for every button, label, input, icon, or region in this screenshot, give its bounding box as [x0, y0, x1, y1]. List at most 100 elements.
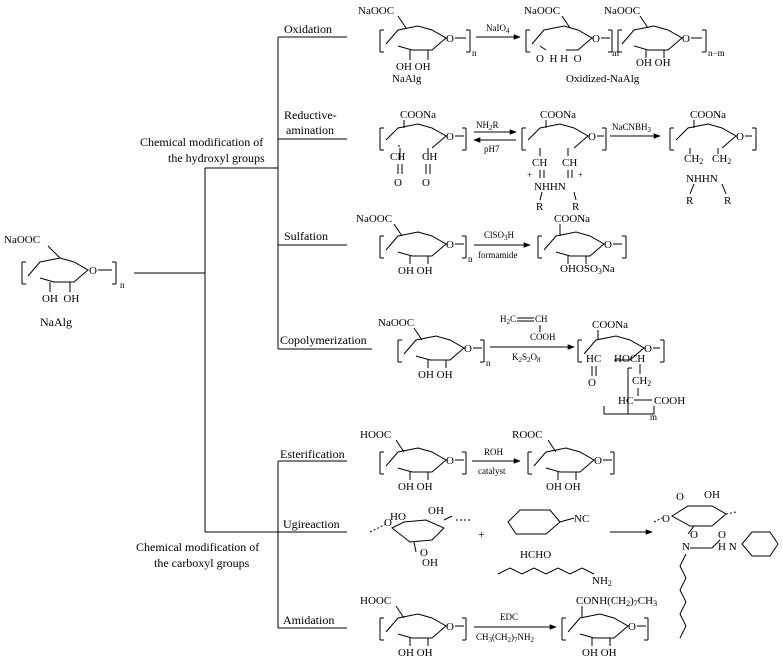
svg-text:n: n: [486, 358, 491, 368]
svg-text:n: n: [120, 280, 125, 290]
svg-text:O: O: [690, 529, 698, 541]
svg-text:NaOOC: NaOOC: [524, 5, 560, 17]
branch-amination: amination: [286, 123, 334, 137]
sulfation-reagent: ClSO3H: [484, 230, 515, 242]
ugi-isocyanide: NC: [574, 513, 589, 525]
branch-oxidation: Oxidation: [284, 22, 332, 36]
svg-text:HOOC: HOOC: [360, 595, 391, 607]
svg-text:n−m: n−m: [708, 48, 725, 58]
svg-text:HO: HO: [390, 511, 406, 523]
svg-text:O: O: [446, 455, 454, 467]
svg-text:O: O: [662, 513, 670, 525]
tree-connectors: [134, 36, 372, 629]
svg-text:O: O: [604, 239, 612, 251]
sulfation-solvent: formamide: [478, 250, 518, 260]
oxidation-start-name: NaAlg: [392, 73, 422, 85]
svg-text:O: O: [446, 621, 454, 633]
reductive-reagent-reductant: NaCNBH3: [612, 122, 652, 134]
svg-text:CH2: CH2: [632, 375, 651, 388]
svg-text:CH2: CH2: [712, 153, 731, 166]
ugi-scheme: O HO OH O OH + NC HCHO NH2 O OH O O N O …: [369, 489, 779, 639]
ugi-plus: +: [478, 527, 485, 541]
svg-text:O: O: [588, 377, 596, 389]
svg-text:CH: CH: [535, 314, 548, 324]
svg-text:OH OH: OH OH: [396, 61, 431, 73]
svg-text:O: O: [736, 131, 744, 143]
svg-text:NHHN: NHHN: [686, 173, 718, 185]
svg-text:NaOOC: NaOOC: [356, 213, 392, 225]
svg-text:OH: OH: [422, 557, 438, 569]
oxidation-product-name: Oxidized-NaAlg: [566, 73, 640, 85]
ugi-amine: NH2: [592, 575, 612, 588]
svg-text:NaOOC: NaOOC: [604, 5, 640, 17]
svg-text:CH: CH: [422, 151, 437, 163]
svg-text:n: n: [468, 254, 473, 264]
svg-text:COONa: COONa: [540, 109, 576, 121]
svg-text:CH: CH: [562, 157, 577, 169]
svg-text:n: n: [472, 48, 477, 58]
group-hydroxyl-line2: the hydroxyl groups: [168, 151, 265, 165]
amidation-reagent: EDC: [500, 612, 518, 622]
ester-catalyst: catalyst: [478, 466, 506, 476]
oxidation-reagent: NaIO4: [486, 23, 510, 35]
svg-text:HC: HC: [586, 353, 601, 365]
svg-text:R: R: [572, 201, 580, 213]
svg-text:OH OH: OH OH: [398, 647, 433, 659]
ester-reagent: ROH: [484, 447, 504, 457]
svg-text:ROOC: ROOC: [512, 429, 543, 441]
svg-text:O: O: [446, 131, 454, 143]
svg-text:m: m: [612, 48, 619, 58]
svg-text:OH: OH: [428, 505, 444, 517]
branch-copolymerization: Copolymerization: [280, 333, 367, 347]
branch-reductive: Reductive-: [284, 108, 337, 122]
svg-text:COONa: COONa: [554, 213, 590, 225]
branch-ugireaction: Ugireaction: [283, 517, 340, 531]
branch-amidation: Amidation: [283, 613, 334, 627]
svg-text:NaOOC: NaOOC: [378, 317, 414, 329]
esterification-scheme: HOOC O OH OH ROH catalyst ROOC O OH OH: [360, 429, 615, 493]
reductive-amination-scheme: COONa O CH CH O O NH2R pH7 COONa O CH CH…: [379, 109, 757, 213]
svg-text:NaOOC: NaOOC: [358, 5, 394, 17]
amidation-amine: CH3(CH2)7NH2: [476, 632, 535, 644]
svg-text:N: N: [682, 541, 690, 553]
svg-text:R: R: [686, 195, 694, 207]
svg-text:+: +: [527, 170, 532, 180]
amidation-product-sub: CONH(CH2)7CH3: [576, 595, 657, 608]
svg-text:COONa: COONa: [592, 319, 628, 331]
svg-text:O: O: [384, 517, 392, 529]
svg-text:O: O: [676, 491, 684, 503]
svg-text:OH OH: OH OH: [418, 369, 453, 381]
svg-text:HC: HC: [618, 395, 633, 407]
ugi-formaldehyde: HCHO: [520, 549, 551, 561]
reductive-reagent-ph: pH7: [484, 144, 500, 154]
copolymerization-scheme: NaOOC O n OH OH H2C CH COOH K2S2O8 COONa…: [378, 314, 685, 422]
svg-text:m: m: [650, 412, 657, 422]
group-carboxyl-line1: Chemical modification of: [136, 540, 259, 554]
svg-text:O H H O: O H H O: [536, 53, 582, 65]
copoly-monomer: H2C: [500, 314, 516, 326]
svg-text:OHOSO3Na: OHOSO3Na: [560, 263, 615, 276]
svg-text:O: O: [420, 547, 428, 559]
svg-text:O: O: [446, 33, 454, 45]
svg-text:CH: CH: [390, 151, 405, 163]
svg-text:OH OH: OH OH: [636, 57, 671, 69]
svg-text:COOH: COOH: [654, 395, 685, 407]
svg-text:OH OH: OH OH: [398, 265, 433, 277]
svg-text:H N: H N: [718, 541, 737, 553]
svg-text:O: O: [682, 33, 690, 45]
svg-text:OH OH: OH OH: [546, 481, 581, 493]
svg-text:CH: CH: [532, 157, 547, 169]
svg-text:O: O: [422, 177, 430, 189]
svg-text:O: O: [446, 239, 454, 251]
root-naalg-structure: NaOOC O n OH OH NaAlg: [4, 234, 125, 329]
svg-text:+: +: [578, 170, 583, 180]
svg-text:O: O: [592, 33, 600, 45]
root-label: NaAlg: [40, 315, 72, 329]
svg-text:O: O: [588, 131, 596, 143]
svg-text:OH: OH: [704, 489, 720, 501]
svg-text:O: O: [89, 265, 97, 277]
svg-text:R: R: [724, 195, 732, 207]
svg-text:COONa: COONa: [400, 109, 436, 121]
group-hydroxyl-line1: Chemical modification of: [140, 135, 263, 149]
